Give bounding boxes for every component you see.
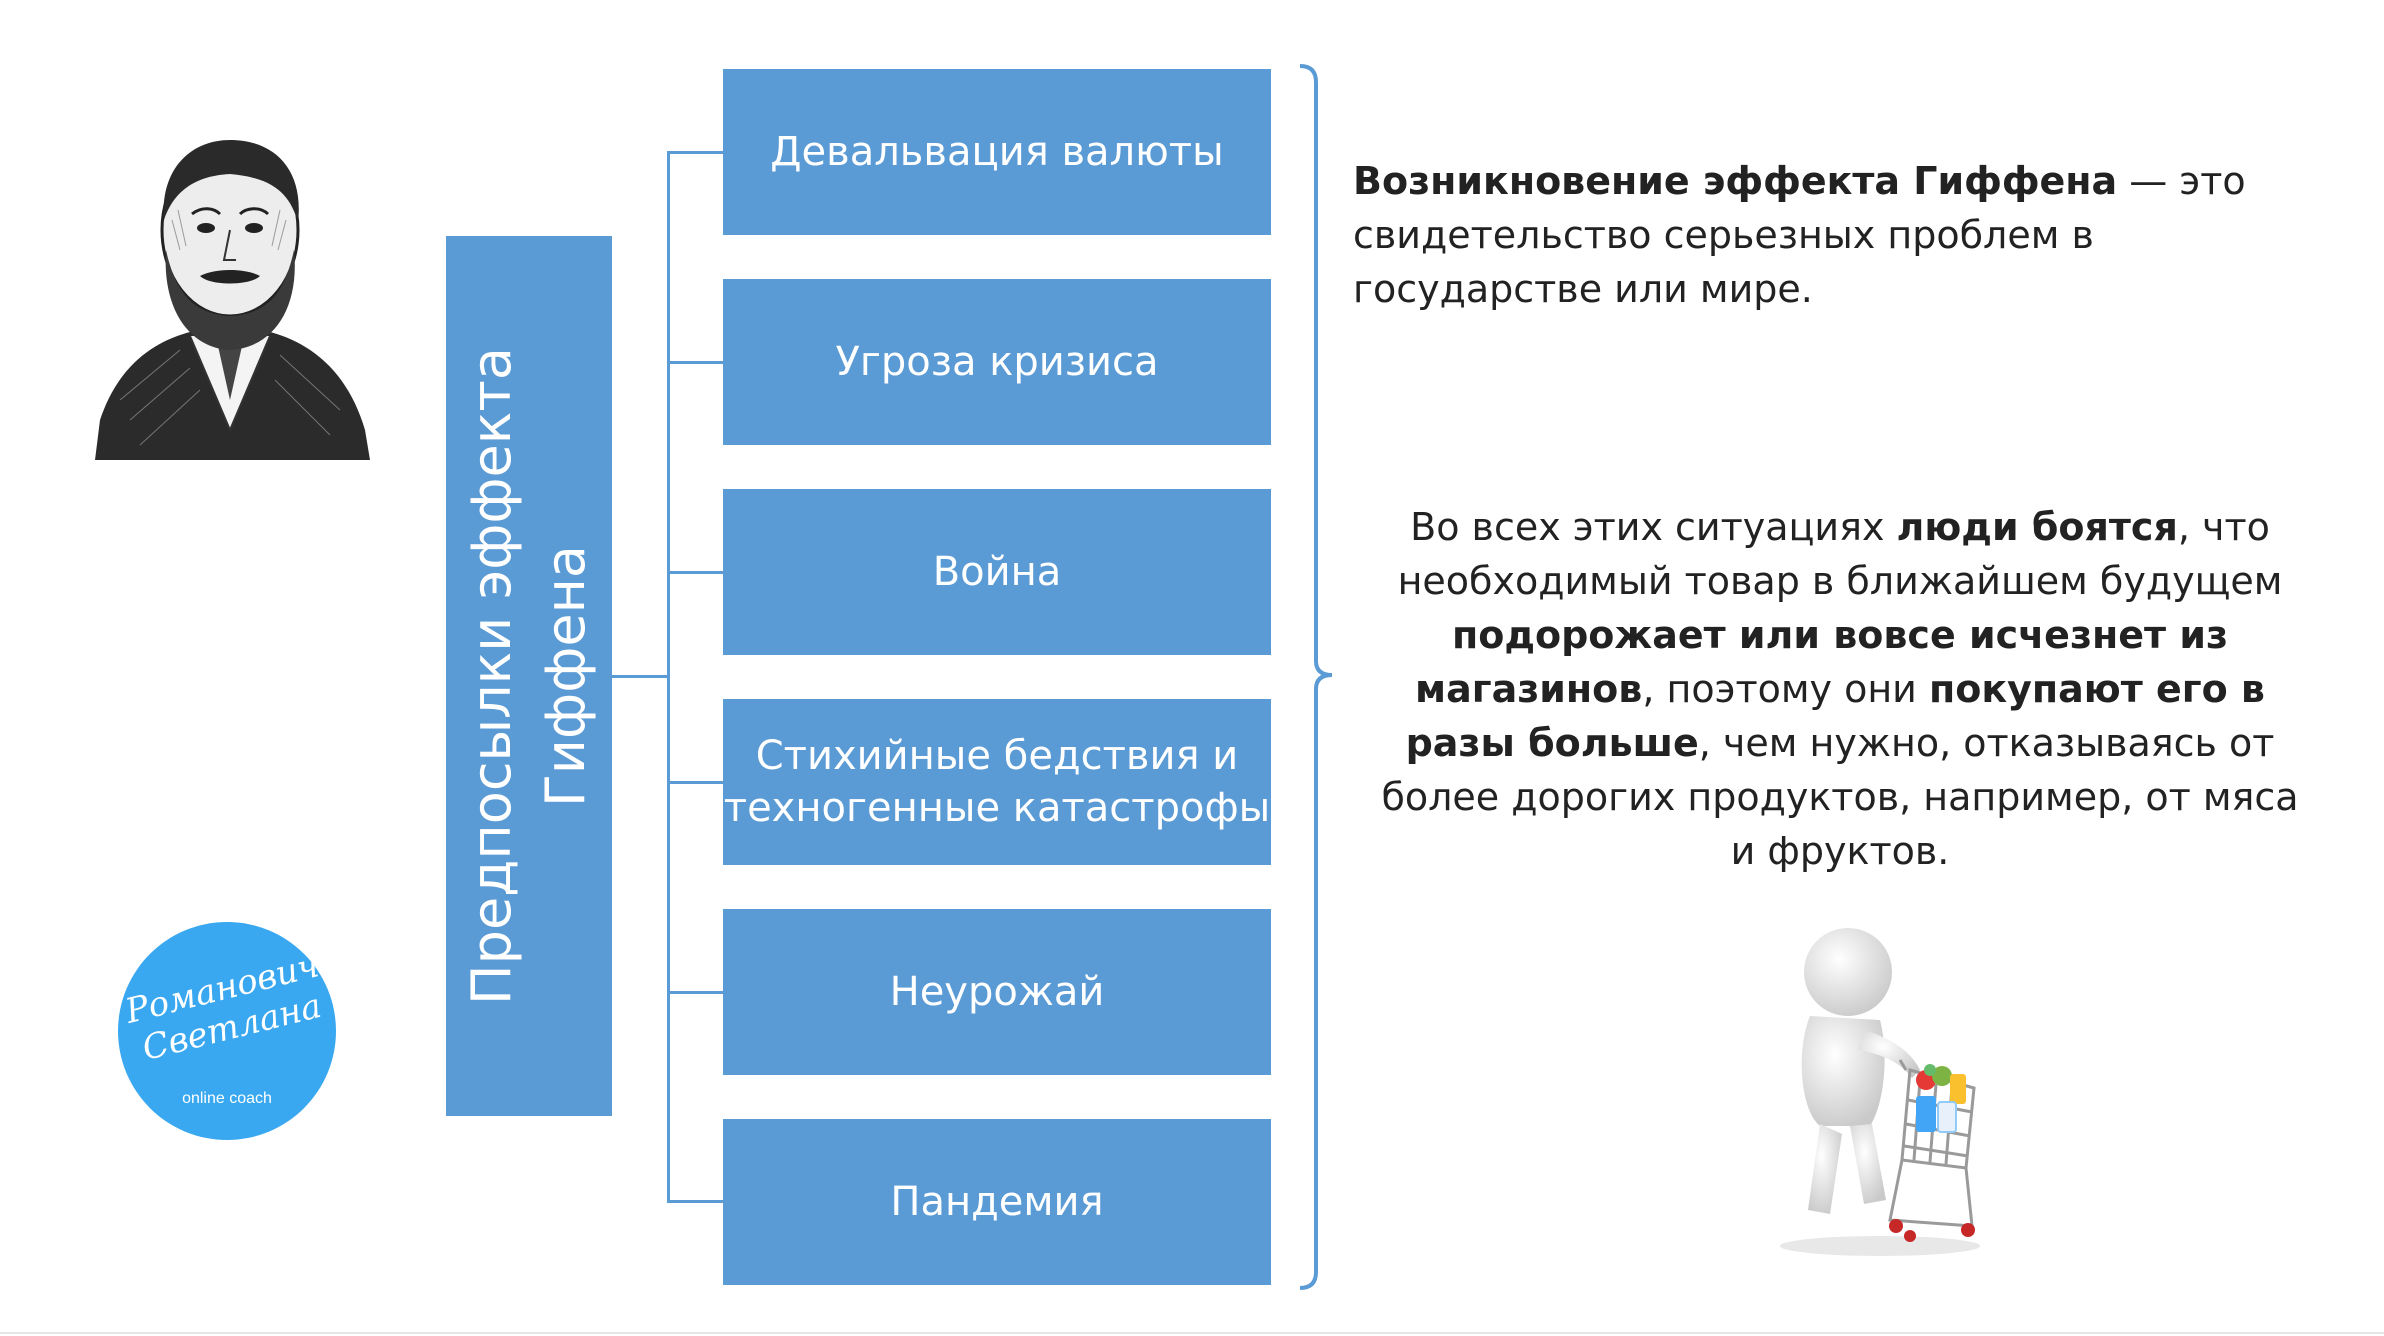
title-box: Предпосылки эффекта Гиффена — [446, 236, 612, 1116]
explanation-part: , что необходимый товар в ближайшем буду… — [1397, 505, 2283, 603]
explanation-part: , поэтому они — [1642, 667, 1929, 711]
explanation-bold: люди боятся — [1896, 505, 2178, 549]
item-label: Пандемия — [890, 1179, 1104, 1225]
connector-branch — [667, 781, 723, 784]
brand-logo: Романович Светлана online coach — [118, 922, 336, 1140]
connector-branch — [667, 1200, 723, 1203]
portrait-image — [95, 140, 370, 460]
curly-brace — [1299, 64, 1333, 1290]
item-crop-failure: Неурожай — [723, 909, 1271, 1075]
explanation-text: Во всех этих ситуациях люди боятся, что … — [1370, 500, 2310, 878]
logo-subtitle: online coach — [182, 1090, 272, 1107]
title-line-1: Предпосылки эффекта — [460, 347, 523, 1005]
bottom-divider — [0, 1332, 2384, 1334]
title-text: Предпосылки эффекта Гиффена — [455, 236, 603, 1116]
item-label: Девальвация валюты — [770, 129, 1224, 175]
explanation-bold: покупают его в разы больше — [1405, 667, 2265, 765]
item-label: Стихийные бедствия и техногенные катастр… — [724, 730, 1270, 834]
explanation-part: , чем нужно, отказываясь от более дороги… — [1381, 721, 2299, 873]
item-crisis-threat: Угроза кризиса — [723, 279, 1271, 445]
connector-branch — [667, 151, 723, 154]
connector-horizontal-main — [612, 675, 668, 678]
item-label: Война — [932, 549, 1062, 595]
giffen-definition-text: Возникновение эффекта Гиффена — это свид… — [1353, 154, 2253, 316]
shopping-cart-figure — [1780, 928, 1980, 1256]
definition-bold: Возникновение эффекта Гиффена — [1353, 159, 2118, 203]
item-pandemic: Пандемия — [723, 1119, 1271, 1285]
explanation-bold: подорожает или вовсе исчезнет из магазин… — [1415, 613, 2229, 711]
explanation-part: Во всех этих ситуациях — [1410, 505, 1897, 549]
item-devaluation: Девальвация валюты — [723, 69, 1271, 235]
item-label-line-2: техногенные катастрофы — [723, 785, 1271, 831]
title-line-2: Гиффена — [534, 545, 597, 807]
logo-script: Романович Светлана — [118, 943, 336, 1073]
connector-branch — [667, 571, 723, 574]
item-label: Неурожай — [889, 969, 1105, 1015]
item-war: Война — [723, 489, 1271, 655]
connector-branch — [667, 361, 723, 364]
item-disasters: Стихийные бедствия и техногенные катастр… — [723, 699, 1271, 865]
item-label: Угроза кризиса — [835, 339, 1159, 385]
item-label-line-1: Стихийные бедствия и — [755, 733, 1239, 779]
connector-branch — [667, 991, 723, 994]
definition-rest: — это свидетельство серьезных проблем в … — [1353, 159, 2246, 311]
connector-vertical — [667, 152, 670, 1202]
